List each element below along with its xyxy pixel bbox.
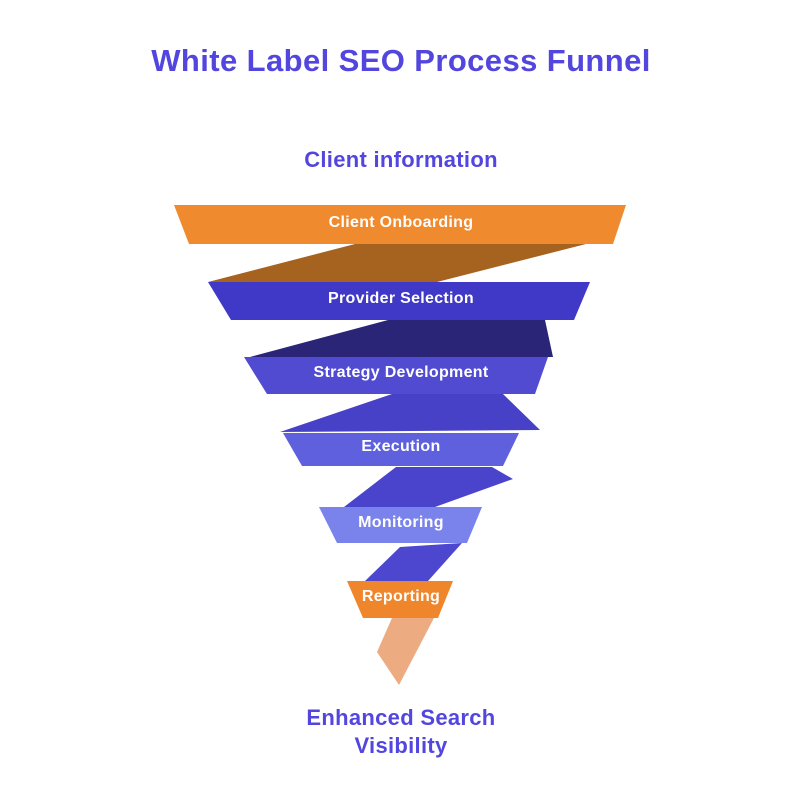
funnel-tail	[377, 618, 434, 685]
ribbon-fold-3	[280, 394, 540, 432]
ribbon-fold-2	[250, 320, 553, 357]
stage-label-monitoring: Monitoring	[358, 514, 444, 531]
funnel-band-1	[174, 205, 626, 244]
stage-label-execution: Execution	[361, 438, 441, 455]
funnel-input-label: Client information	[304, 147, 498, 172]
funnel-output-label: Enhanced Search Visibility	[306, 705, 496, 759]
page-title: White Label SEO Process Funnel	[151, 43, 651, 78]
funnel-band-2	[208, 282, 590, 320]
stage-label-strategy-development: Strategy Development	[313, 364, 489, 381]
ribbon-fold-4	[344, 467, 513, 507]
funnel-band-4	[283, 433, 519, 466]
funnel-band-3	[244, 357, 548, 394]
stage-label-provider-selection: Provider Selection	[328, 290, 474, 307]
ribbon-fold-1	[208, 244, 586, 282]
ribbon-fold-5	[365, 543, 462, 581]
stage-label-reporting: Reporting	[361, 588, 441, 605]
funnel-band-5	[319, 507, 482, 543]
stage-label-client-onboarding: Client Onboarding	[328, 214, 474, 231]
funnel-band-6	[347, 581, 453, 618]
